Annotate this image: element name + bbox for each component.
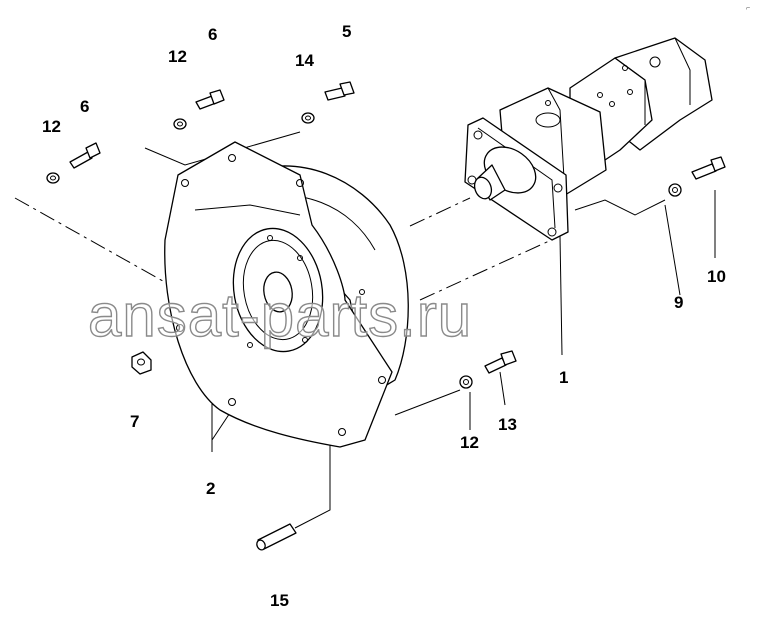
bolt-left <box>69 142 101 169</box>
callout-12-lower: 12 <box>460 433 479 452</box>
callout-13: 13 <box>498 415 517 434</box>
dowel-pin-15 <box>256 523 297 551</box>
callout-10: 10 <box>707 267 726 286</box>
washer-9 <box>668 183 682 197</box>
callout-5: 5 <box>342 22 351 41</box>
washer-lower <box>459 375 473 389</box>
hydraulic-pump <box>464 37 713 241</box>
callout-6-upper: 6 <box>208 25 217 44</box>
callout-12-left: 12 <box>42 117 61 136</box>
callout-15: 15 <box>270 591 289 610</box>
callout-2: 2 <box>206 479 215 498</box>
bolt-5 <box>324 81 355 101</box>
callout-12-upper: 12 <box>168 47 187 66</box>
bolt-upper <box>195 89 225 110</box>
washer-upper <box>173 118 187 130</box>
washer-left <box>46 172 60 184</box>
callout-6-left: 6 <box>80 97 89 116</box>
callout-1: 1 <box>559 368 568 387</box>
callouts: 1 2 5 6 6 7 9 10 12 12 12 13 14 15 <box>42 22 726 610</box>
washer-14 <box>301 112 315 124</box>
bolt-10 <box>691 156 726 180</box>
corner-mark: ⌐ <box>746 5 750 12</box>
watermark: ansat-parts.ru <box>88 282 472 349</box>
bolt-13 <box>484 350 517 374</box>
callout-14: 14 <box>295 51 314 70</box>
nut-7 <box>131 351 152 375</box>
callout-9: 9 <box>674 293 683 312</box>
callout-7: 7 <box>130 412 139 431</box>
adapter-housing <box>164 141 409 448</box>
